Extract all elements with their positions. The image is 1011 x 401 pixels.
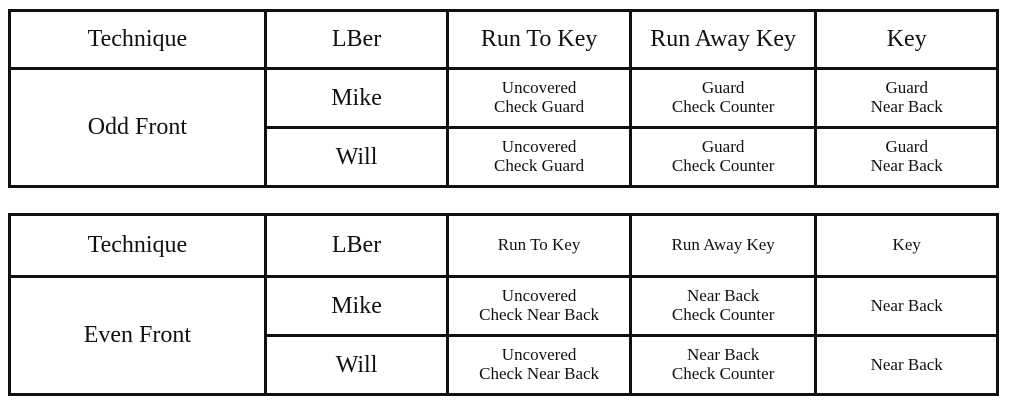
run-away-key-line: Check Counter: [671, 156, 775, 175]
run-to-key-line: Check Near Back: [479, 364, 600, 383]
run-to-key-line: Check Near Back: [479, 305, 600, 324]
header-run-away-key: Run Away Key: [628, 9, 818, 70]
table-row: Odd Front Mike Uncovered Check Guard Gua…: [8, 67, 999, 188]
key-line: Guard: [885, 78, 928, 98]
key-cell: Near Back: [814, 275, 999, 337]
key-line: Near Back: [870, 295, 943, 315]
technique-cell: Even Front: [8, 275, 267, 396]
table-row: Will Uncovered Check Near Back Near Back…: [10, 334, 999, 396]
lber-cell: Mike: [263, 67, 450, 129]
run-to-key-line: Uncovered: [501, 78, 577, 98]
lber-cell: Will: [263, 126, 450, 188]
table-header-row: Technique LBer Run To Key Run Away Key K…: [8, 213, 999, 278]
header-technique: Technique: [8, 9, 267, 70]
run-away-key-cell: Guard Check Counter: [628, 126, 818, 188]
table-row: Will Uncovered Check Guard Guard Check C…: [10, 126, 999, 188]
key-cell: Guard Near Back: [814, 67, 999, 129]
header-run-away-key: Run Away Key: [628, 213, 818, 278]
run-to-key-cell: Uncovered Check Guard: [446, 67, 632, 129]
header-lber: LBer: [263, 213, 450, 278]
run-away-key-line: Near Back: [687, 286, 760, 306]
key-line: Near Back: [870, 354, 943, 374]
header-key: Key: [814, 9, 999, 70]
header-run-to-key: Run To Key: [446, 213, 632, 278]
header-run-to-key: Run To Key: [446, 9, 632, 70]
key-cell: Guard Near Back: [814, 126, 999, 188]
lber-cell: Mike: [263, 275, 450, 337]
technique-cell: Odd Front: [8, 67, 267, 188]
key-line: Near Back: [870, 156, 943, 175]
key-cell: Near Back: [814, 334, 999, 396]
run-to-key-line: Check Guard: [494, 97, 585, 116]
table-header-row: Technique LBer Run To Key Run Away Key K…: [8, 9, 999, 70]
run-away-key-line: Check Counter: [671, 305, 775, 324]
lber-cell: Will: [263, 334, 450, 396]
run-to-key-line: Uncovered: [501, 286, 577, 306]
run-away-key-line: Check Counter: [671, 364, 775, 383]
run-to-key-line: Uncovered: [501, 137, 577, 157]
run-away-key-line: Check Counter: [671, 97, 775, 116]
key-line: Near Back: [870, 97, 943, 116]
run-away-key-cell: Near Back Check Counter: [628, 275, 818, 337]
header-technique: Technique: [8, 213, 267, 278]
table-row: Even Front Mike Uncovered Check Near Bac…: [8, 275, 999, 396]
run-away-key-line: Guard: [701, 78, 745, 98]
run-away-key-line: Guard: [701, 137, 745, 157]
key-line: Guard: [885, 137, 928, 157]
run-away-key-cell: Guard Check Counter: [628, 67, 818, 129]
run-away-key-line: Near Back: [687, 345, 760, 365]
header-key: Key: [814, 213, 999, 278]
run-to-key-cell: Uncovered Check Guard: [446, 126, 632, 188]
run-to-key-cell: Uncovered Check Near Back: [446, 275, 632, 337]
run-away-key-cell: Near Back Check Counter: [628, 334, 818, 396]
run-to-key-line: Check Guard: [494, 156, 585, 175]
odd-front-table: Technique LBer Run To Key Run Away Key K…: [8, 9, 999, 188]
run-to-key-cell: Uncovered Check Near Back: [446, 334, 632, 396]
run-to-key-line: Uncovered: [501, 345, 577, 365]
header-lber: LBer: [263, 9, 450, 70]
even-front-table: Technique LBer Run To Key Run Away Key K…: [8, 213, 999, 396]
